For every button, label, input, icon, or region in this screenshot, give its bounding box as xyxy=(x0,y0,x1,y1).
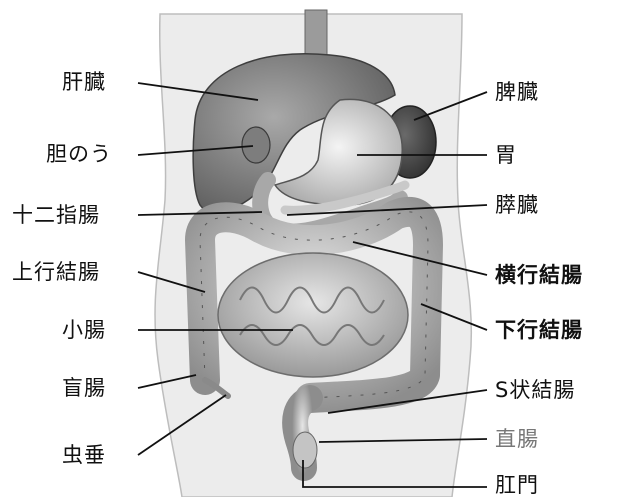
label-descending-colon: 下行結腸 xyxy=(495,318,583,342)
label-rectum: 直腸 xyxy=(495,427,539,451)
label-anus: 肛門 xyxy=(495,473,539,497)
label-liver: 肝臓 xyxy=(62,70,106,94)
label-stomach: 胃 xyxy=(495,143,517,167)
small-intestine-shape xyxy=(218,253,408,377)
label-transverse-colon: 横行結腸 xyxy=(495,263,583,287)
gallbladder-shape xyxy=(242,127,270,163)
label-ascending-colon: 上行結腸 xyxy=(12,260,100,284)
label-gallbladder: 胆のう xyxy=(46,142,112,166)
label-cecum: 盲腸 xyxy=(62,376,106,400)
label-spleen: 脾臓 xyxy=(495,80,539,104)
label-pancreas: 膵臓 xyxy=(495,193,539,217)
label-duodenum: 十二指腸 xyxy=(12,203,100,227)
label-sigmoid-colon: S状結腸 xyxy=(495,378,575,402)
label-small-intestine: 小腸 xyxy=(62,318,106,342)
label-appendix: 虫垂 xyxy=(62,443,106,467)
